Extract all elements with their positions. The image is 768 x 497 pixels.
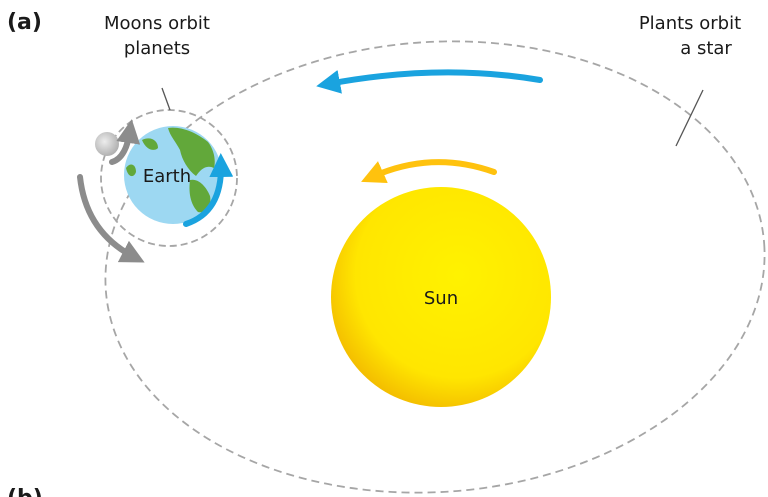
planets-caption-line2: a star [680, 38, 732, 59]
gray-moon-arrow-small [109, 119, 141, 165]
planets-leader-line [675, 89, 704, 147]
earth-globe-icon [124, 126, 222, 224]
moon-orbit-path [100, 109, 238, 247]
blue-orbit-arrow-top [316, 69, 543, 94]
sun-label: Sun [424, 288, 458, 309]
sun [331, 187, 551, 407]
moon [95, 132, 119, 156]
panel-label-b: (b) [7, 486, 43, 497]
planet-orbit-path [104, 40, 766, 494]
moons-caption-line2: planets [124, 38, 190, 59]
moons-leader-line [161, 87, 171, 111]
gray-moon-orbit-arrow [77, 174, 145, 263]
blue-earth-spin-arrow [183, 153, 234, 227]
yellow-sun-spin-arrow [361, 159, 497, 184]
panel-label-a: (a) [7, 10, 42, 35]
moons-caption-line1: Moons orbit [104, 13, 210, 34]
earth-label: Earth [143, 166, 191, 187]
planets-caption-line1: Plants orbit [639, 13, 741, 34]
